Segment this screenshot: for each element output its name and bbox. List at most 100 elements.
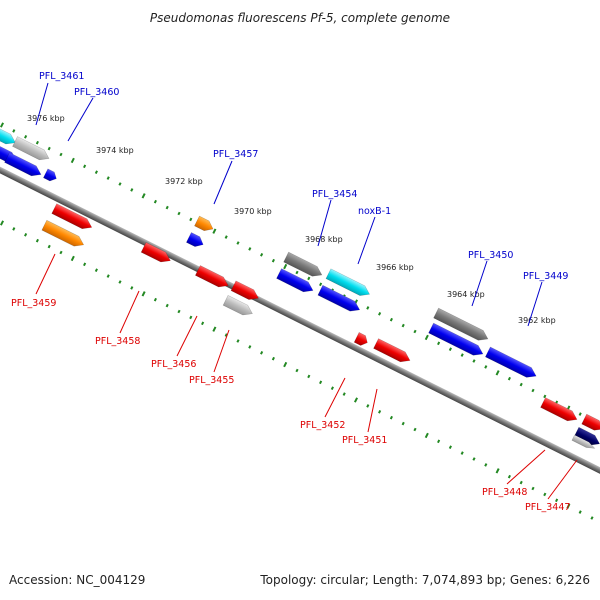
minor-tick (177, 211, 181, 216)
accession-text: Accession: NC_004129 (9, 573, 145, 587)
minor-tick (24, 135, 28, 139)
gene-PFL_3459[interactable] (41, 219, 86, 250)
gene-blue-a[interactable] (4, 152, 44, 180)
minor-tick (118, 280, 122, 284)
gene-PFL_3454[interactable] (283, 251, 325, 280)
gene-label-PFL_3461[interactable]: PFL_3461 (39, 71, 84, 82)
major-tick (283, 361, 288, 368)
gene-PFL_3457[interactable] (194, 215, 215, 234)
gene-label-PFL_3447[interactable]: PFL_3447 (525, 502, 570, 513)
minor-tick (401, 421, 405, 426)
minor-tick (507, 376, 511, 381)
minor-tick (437, 439, 441, 444)
major-tick (0, 220, 5, 226)
gene-blue-b[interactable] (43, 168, 58, 183)
gene-blue-f[interactable] (428, 322, 486, 359)
major-tick (353, 397, 359, 403)
minor-tick (47, 146, 51, 151)
major-tick (212, 228, 217, 234)
gene-label-PFL_3458[interactable]: PFL_3458 (95, 336, 140, 347)
minor-tick (59, 250, 63, 255)
gene-PFL_3451[interactable] (373, 338, 413, 366)
minor-tick (519, 480, 523, 485)
minor-tick (378, 312, 382, 316)
kbp-labels: 3976 kbp 3974 kbp 3972 kbp 3970 kbp 3968… (27, 114, 556, 325)
minor-tick (519, 382, 523, 387)
minor-tick (201, 321, 205, 326)
minor-tick (271, 258, 275, 263)
minor-tick (83, 262, 87, 267)
kbp-label: 3970 kbp (234, 207, 272, 216)
minor-tick (248, 247, 252, 251)
gene-PFL_3449[interactable] (485, 346, 538, 381)
gene-label-PFL_3452[interactable]: PFL_3452 (300, 420, 345, 431)
minor-tick (531, 486, 535, 491)
minor-tick (555, 498, 559, 503)
minor-tick (484, 365, 488, 369)
minor-tick (260, 351, 264, 355)
gene-blue-d[interactable] (276, 268, 316, 296)
gene-label-noxB-1[interactable]: noxB-1 (358, 206, 391, 217)
gene-blue-e[interactable] (317, 284, 362, 315)
gene-blue-c[interactable] (186, 232, 205, 250)
genome-backbone (0, 149, 600, 496)
gene-label-PFL_3449[interactable]: PFL_3449 (523, 271, 568, 282)
minor-tick (271, 356, 275, 361)
gene-PFL_3448[interactable] (540, 397, 580, 425)
minor-tick (543, 394, 547, 399)
gene-label-PFL_3448[interactable]: PFL_3448 (482, 487, 527, 498)
gene-red-b[interactable] (230, 280, 261, 303)
minor-tick (413, 427, 417, 432)
gene-label-PFL_3454[interactable]: PFL_3454 (312, 189, 357, 200)
minor-tick (189, 217, 193, 222)
gene-PFL_3458[interactable] (140, 242, 173, 265)
major-tick (566, 503, 571, 509)
gene-label-PFL_3459[interactable]: PFL_3459 (11, 298, 56, 309)
gene-label-PFL_3450[interactable]: PFL_3450 (468, 250, 513, 261)
gene-label-PFL_3457[interactable]: PFL_3457 (213, 149, 258, 160)
minor-tick (260, 253, 264, 257)
gene-PFL_3452[interactable] (353, 332, 370, 347)
gene-PFL_3460[interactable] (12, 136, 52, 164)
minor-tick (153, 199, 157, 204)
minor-tick (366, 306, 370, 310)
gene-label-PFL_3460[interactable]: PFL_3460 (74, 87, 119, 98)
minor-tick (578, 510, 582, 514)
minor-tick (330, 386, 334, 390)
major-tick (70, 255, 75, 262)
minor-tick (12, 129, 16, 133)
gene-lightgray-b[interactable] (571, 434, 596, 451)
minor-tick (448, 445, 452, 449)
gene-noxB-1[interactable] (325, 268, 372, 299)
minor-tick (319, 282, 323, 287)
minor-tick (366, 404, 370, 408)
map-title: Pseudomonas fluorescens Pf-5, complete g… (150, 11, 450, 25)
gene-PFL_3455[interactable] (222, 295, 255, 318)
major-tick (141, 193, 146, 199)
gene-red-a[interactable] (51, 203, 94, 233)
gene-label-PFL_3456[interactable]: PFL_3456 (151, 359, 196, 370)
minor-tick (47, 244, 51, 249)
minor-tick (460, 451, 464, 455)
minor-tick (130, 286, 134, 290)
bottom-tick-track (0, 220, 594, 520)
minor-tick (378, 410, 382, 414)
minor-tick (165, 303, 169, 308)
gene-PFL_3456[interactable] (194, 265, 230, 290)
minor-tick (118, 182, 122, 186)
major-tick (283, 263, 288, 270)
gene-PFL_3447[interactable] (581, 413, 600, 434)
minor-tick (389, 415, 393, 420)
minor-tick (413, 329, 417, 334)
gene-label-PFL_3451[interactable]: PFL_3451 (342, 435, 387, 446)
minor-tick (35, 238, 39, 243)
minor-tick (153, 297, 157, 302)
major-tick (212, 326, 217, 332)
gene-label-PFL_3455[interactable]: PFL_3455 (189, 375, 234, 386)
minor-tick (448, 347, 452, 351)
gene-cyan-partial[interactable] (0, 124, 18, 147)
minor-tick (507, 474, 511, 479)
gene-PFL_3450[interactable] (433, 307, 491, 344)
minor-tick (224, 235, 228, 239)
